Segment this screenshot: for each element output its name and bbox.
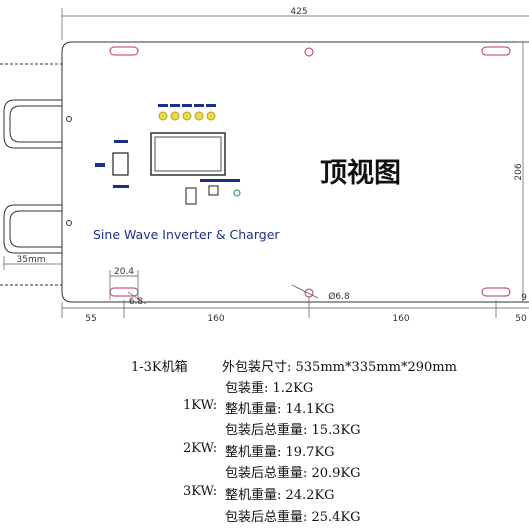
switch-label-1 [114,140,128,143]
row-2kw-gross: 包装后总重量: 20.9KG [225,466,361,481]
port-labels [200,179,240,182]
row-1kw-gross: 包装后总重量: 15.3KG [225,423,361,438]
led-labels [158,104,216,107]
bottom-dimension-chain [61,297,529,318]
row-3kw-net: 整机重量: 24.2KG [225,488,335,503]
height-label: 206 [514,163,524,180]
enclosure-outline [0,41,529,303]
seg-right-label: 50 [515,314,527,324]
switch-label-3 [113,185,129,188]
right-small-label: 9 [521,293,527,303]
product-label: Sine Wave Inverter & Charger [93,227,280,242]
row-1kw-power: 1KW: [183,398,218,413]
top-view-drawing: 425 [0,7,529,324]
slot-dimension [109,270,147,305]
slot-width-label: 20.4 [114,267,134,277]
view-title: 顶视图 [320,158,401,189]
led-indicators [158,111,216,121]
overall-width-label: 425 [290,7,307,17]
lcd-display [150,132,226,176]
height-dimension [516,41,529,302]
hole-dia-label: Ø6.8 [328,291,350,302]
model-range: 1-3K机箱 [131,360,188,375]
left-ext-label: 35mm [17,255,46,265]
seg-mid2-label: 160 [392,314,409,324]
row-3kw-power: 3KW: [183,484,218,499]
package-size: 外包装尺寸: 535mm*335mm*290mm [222,360,457,375]
lcd-inner [154,136,222,172]
row-1kw-net: 整机重量: 14.1KG [225,402,335,417]
seg-left-label: 55 [85,314,96,324]
row-2kw-power: 2KW: [183,441,218,456]
screw-hole-lower [66,220,72,226]
seg-mid1-label: 160 [207,314,224,324]
power-switch [112,152,129,176]
row-2kw-net: 整机重量: 19.7KG [225,445,335,460]
left-ext-dimension [3,256,62,270]
port-green-led [233,189,241,197]
hole-leader [291,284,319,299]
switch-label-2 [95,163,105,167]
row-3kw-gross: 包装后总重量: 25.4KG [225,510,361,525]
slot-height-label: 6.8 [129,297,144,307]
top-dimension [61,8,529,40]
port-left [185,187,197,205]
port-mid [208,185,219,196]
package-weight: 包装重: 1.2KG [225,381,314,396]
screw-hole-upper [66,116,72,122]
